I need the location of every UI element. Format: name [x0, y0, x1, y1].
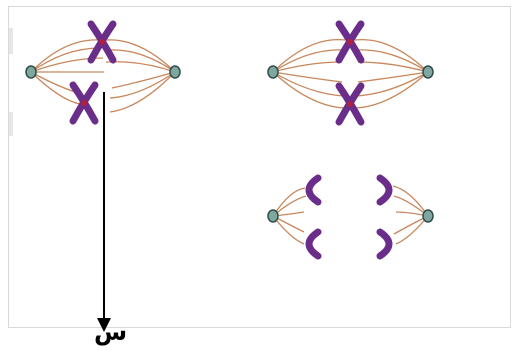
stage-a-cell [25, 24, 181, 121]
chromosome-lower [339, 86, 361, 122]
stage-c-cell [267, 178, 434, 256]
pointer-arrow [97, 92, 111, 332]
chromatid-lower-right [380, 232, 389, 256]
centrosome-right [422, 65, 434, 79]
centrosome-left [267, 209, 279, 223]
scan-artifact [9, 28, 13, 54]
chromosome-upper [339, 24, 361, 60]
centrosome-left [25, 65, 37, 79]
centrosome-left [267, 65, 279, 79]
chromatid-lower-left [309, 232, 318, 256]
pointer-label: س [94, 318, 128, 346]
spindle-fibers [272, 38, 429, 109]
stage-b-cell [267, 24, 434, 122]
spindle-fibers [272, 185, 429, 245]
chromosome-upper [91, 24, 113, 60]
chromatid-upper-left [309, 178, 318, 202]
centrosome-right [169, 65, 181, 79]
centrosome-right [422, 209, 434, 223]
scan-artifact [9, 112, 13, 136]
chromatid-upper-right [380, 178, 389, 202]
